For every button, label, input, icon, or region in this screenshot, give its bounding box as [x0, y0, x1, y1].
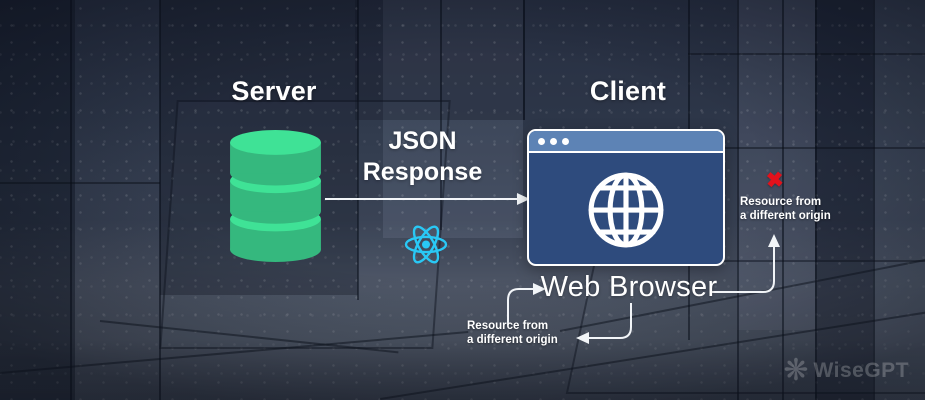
window-dot-icon — [538, 137, 545, 145]
resource-origin-label: Resource from a different origin — [467, 320, 558, 346]
blocked-x-icon: ✖ — [765, 168, 785, 193]
wisegpt-logo-icon: ❋ — [783, 354, 809, 387]
arrow-browser-to-blocked — [710, 247, 775, 293]
globe-icon — [588, 172, 664, 247]
connector-lines — [325, 198, 775, 339]
web-browser-label: Web Browser — [540, 271, 718, 303]
arrow-origin-to-browser — [507, 288, 533, 325]
browser-viewport — [529, 153, 723, 264]
browser-titlebar — [529, 131, 723, 153]
arrowhead-left-icon — [576, 332, 589, 344]
arrowhead-right-icon — [517, 193, 530, 205]
client-title: Client — [589, 76, 667, 106]
server-title: Server — [231, 76, 317, 106]
database-icon — [230, 130, 321, 262]
database-cylinders — [230, 130, 321, 262]
wisegpt-watermark-text: WiseGPT — [813, 359, 909, 382]
json-response-label: JSON Response — [362, 127, 483, 186]
arrowhead-up-icon — [768, 234, 780, 247]
browser-window — [527, 129, 725, 266]
resource-blocked-label: Resource from a different origin — [740, 196, 831, 222]
connector-arrowheads — [517, 193, 780, 344]
react-logo-icon — [404, 225, 448, 264]
arrowhead-right-icon — [533, 283, 546, 295]
wisegpt-watermark: ❋ WiseGPT — [783, 356, 909, 386]
window-dot-icon — [562, 137, 569, 145]
arrow-browser-to-origin — [589, 303, 632, 339]
window-dot-icon — [550, 137, 557, 145]
